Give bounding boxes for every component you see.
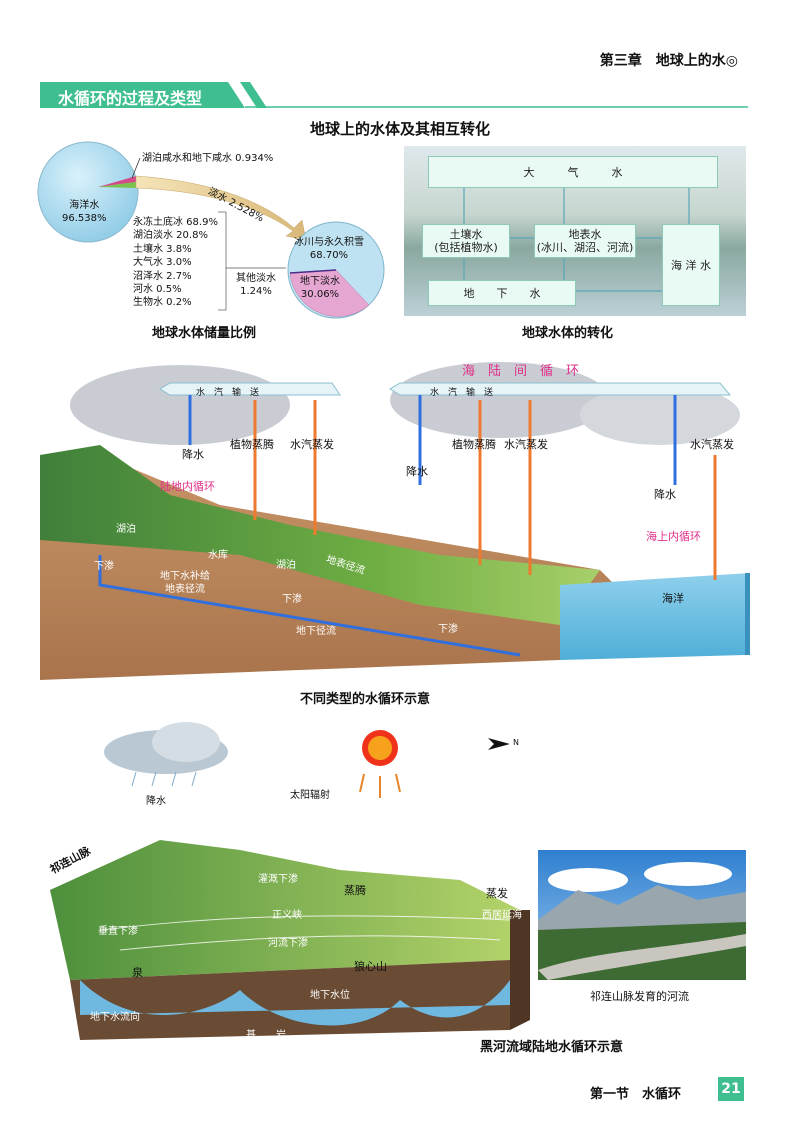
groundwater-value: 30.06% <box>300 289 340 300</box>
evaporation-label-1: 水汽蒸发 <box>290 438 334 451</box>
heihe-basin-diagram <box>50 840 530 1040</box>
precip-label-1: 降水 <box>182 448 204 461</box>
transpiration-fig3-label: 蒸腾 <box>344 884 366 897</box>
transform-caption: 地球水体的转化 <box>522 326 614 341</box>
heihe-caption: 黑河流域陆地水循环示意 <box>480 1040 624 1055</box>
glacier-label: 冰川与永久积雪 68.70% <box>294 236 364 262</box>
north-arrow-icon <box>488 738 510 750</box>
sea-cycle-label: 海上内循环 <box>646 530 701 543</box>
qilian-river-photo <box>538 850 746 980</box>
river-infiltration-label: 河流下渗 <box>268 938 308 949</box>
footer-section: 第一节 水循环 <box>590 1087 682 1102</box>
lake-label-1: 湖泊 <box>116 524 136 535</box>
fault-label: 断层 <box>52 996 72 1007</box>
sun-icon <box>359 730 401 798</box>
transpiration-label-1: 植物蒸腾 <box>230 438 274 451</box>
precip-label-2: 降水 <box>406 465 428 478</box>
glacier-text: 冰川与永久积雪 <box>294 237 364 248</box>
vertical-infiltration-label: 垂直下渗 <box>98 926 138 937</box>
vapor-transport-right: 水 汽 输 送 <box>430 388 494 398</box>
figure1-title: 地球上的水体及其相互转化 <box>309 120 490 138</box>
evaporation-fig3-label: 蒸发 <box>486 887 508 900</box>
section-banner <box>40 82 748 108</box>
pie-chart-graphic <box>37 141 385 319</box>
ocean-label-fig2: 海洋 <box>662 592 684 605</box>
surface-water-box: 地表水 (冰川、湖沼、河流) <box>534 224 636 258</box>
salt-water-label: 湖泊咸水和地下咸水 0.934% <box>142 153 274 164</box>
zhengyi-label: 正义峡 <box>272 910 302 921</box>
ocean-slice-label: 海洋水 96.538% <box>62 199 107 225</box>
groundwater-label: 地下淡水 30.06% <box>300 275 340 301</box>
cloud-icon <box>104 722 228 787</box>
spring-label: 泉 <box>132 966 143 979</box>
precip-fig3-label: 降水 <box>146 796 166 807</box>
gw-runoff-label: 地下径流 <box>296 626 336 637</box>
irrigation-label: 灌溉下渗 <box>258 874 298 885</box>
gw-level-label: 地下水位 <box>310 990 350 1001</box>
atmosphere-box: 大 气 水 <box>428 156 718 188</box>
fresh-item: 河水 0.5% <box>133 284 182 296</box>
transpiration-label-2: 植物蒸腾 <box>452 438 496 451</box>
section-title: 水循环的过程及类型 <box>58 89 203 108</box>
soil-water-note: (包括植物水) <box>434 241 498 254</box>
solar-radiation-label: 太阳辐射 <box>290 790 330 801</box>
infiltration-label-1: 下渗 <box>94 561 114 572</box>
fresh-item: 大气水 3.0% <box>133 257 192 269</box>
evaporation-label-3: 水汽蒸发 <box>690 438 734 451</box>
fresh-item: 沼泽水 2.7% <box>133 270 192 282</box>
north-label: N <box>513 738 519 747</box>
other-fresh-value: 1.24% <box>240 286 272 297</box>
groundwater-text: 地下淡水 <box>300 276 340 287</box>
evaporation-label-2: 水汽蒸发 <box>504 438 548 451</box>
glacier-value: 68.70% <box>309 250 349 261</box>
gw-supply-text-2: 地表径流 <box>165 584 205 595</box>
vapor-transport-left: 水 汽 输 送 <box>196 388 260 398</box>
transform-arrows <box>463 186 690 292</box>
water-cycle-diagram <box>40 362 750 680</box>
gw-supply-text: 地下水补给 <box>160 571 210 582</box>
ocean-water-box: 海 洋 水 <box>662 224 720 306</box>
ocean-value: 96.538% <box>62 213 107 224</box>
lake-label-2: 湖泊 <box>276 560 296 571</box>
reservoir-label: 水库 <box>208 550 228 561</box>
gw-flow-label: 地下水流向 <box>90 1012 140 1023</box>
figure2-caption: 不同类型的水循环示意 <box>300 692 431 707</box>
bedrock-label: 基 岩 <box>246 1030 286 1041</box>
soil-water-text: 土壤水 <box>449 228 483 241</box>
ocean-label: 海洋水 <box>69 200 100 211</box>
juyan-label: 西居延海 <box>482 910 522 921</box>
fresh-item: 生物水 0.2% <box>133 297 192 309</box>
other-fresh-label: 其他淡水 1.24% <box>236 272 276 298</box>
other-fresh-text: 其他淡水 <box>236 273 276 284</box>
gw-supply-label: 地下水补给 地表径流 <box>160 570 210 596</box>
page-number: 21 <box>718 1077 744 1101</box>
photo-caption: 祁连山脉发育的河流 <box>590 990 689 1003</box>
surface-water-note: (冰川、湖沼、河流) <box>536 241 634 254</box>
fresh-item: 土壤水 3.8% <box>133 243 192 255</box>
precip-label-3: 降水 <box>654 488 676 501</box>
fresh-item: 永冻土底冰 68.9% <box>133 217 218 228</box>
surface-water-text: 地表水 <box>568 228 602 241</box>
sea-land-cycle-label: 海 陆 间 循 环 <box>462 364 580 379</box>
fresh-item: 湖泊淡水 20.8% <box>133 230 208 242</box>
groundwater-box: 地 下 水 <box>428 280 576 306</box>
langxin-label: 狼心山 <box>354 960 387 973</box>
land-cycle-label: 陆地内循环 <box>160 480 215 493</box>
chapter-header: 第三章 地球上的水◎ <box>599 53 738 69</box>
fresh-water-list: 永冻土底冰 68.9% 湖泊淡水 20.8% 土壤水 3.8% 大气水 3.0%… <box>133 216 218 310</box>
infiltration-label-3: 下渗 <box>438 624 458 635</box>
infiltration-label-2: 下渗 <box>282 594 302 605</box>
pie-caption: 地球水体储量比例 <box>152 326 257 341</box>
soil-water-box: 土壤水 (包括植物水) <box>422 224 510 258</box>
